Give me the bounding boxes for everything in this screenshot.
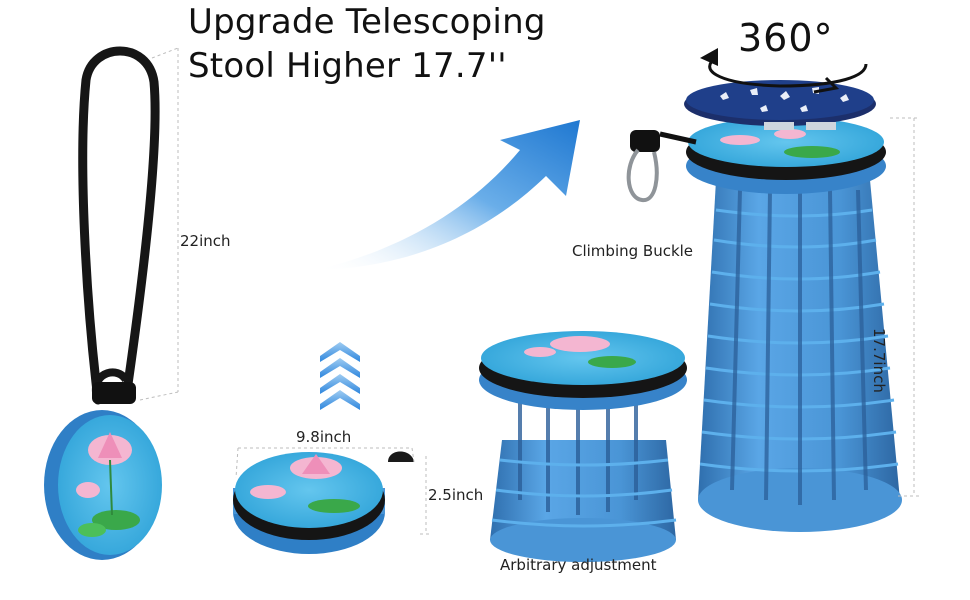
rotation-label: 360° [738, 16, 834, 60]
partially-extended-stool [479, 331, 687, 562]
chevron-up-icon [320, 342, 360, 410]
carry-stool-with-strap [44, 46, 179, 560]
folded-stool [233, 447, 432, 554]
folded-height-label: 2.5inch [428, 486, 484, 504]
diameter-label: 9.8inch [296, 428, 352, 446]
curved-arrow-icon [316, 120, 580, 270]
headline-line-2: Stool Higher 17.7'' [188, 46, 507, 86]
fully-extended-stool [684, 80, 920, 532]
rotate-360-icon [700, 48, 868, 94]
extended-height-label: 17.7inch [870, 328, 888, 393]
headline: Upgrade Telescoping Stool Higher 17.7'' [188, 0, 546, 88]
strap-length-label: 22inch [180, 232, 231, 250]
arbitrary-adjustment-label: Arbitrary adjustment [500, 556, 657, 574]
climbing-buckle-label: Climbing Buckle [572, 242, 694, 260]
carabiner-icon [626, 130, 697, 202]
headline-line-1: Upgrade Telescoping [188, 2, 546, 42]
